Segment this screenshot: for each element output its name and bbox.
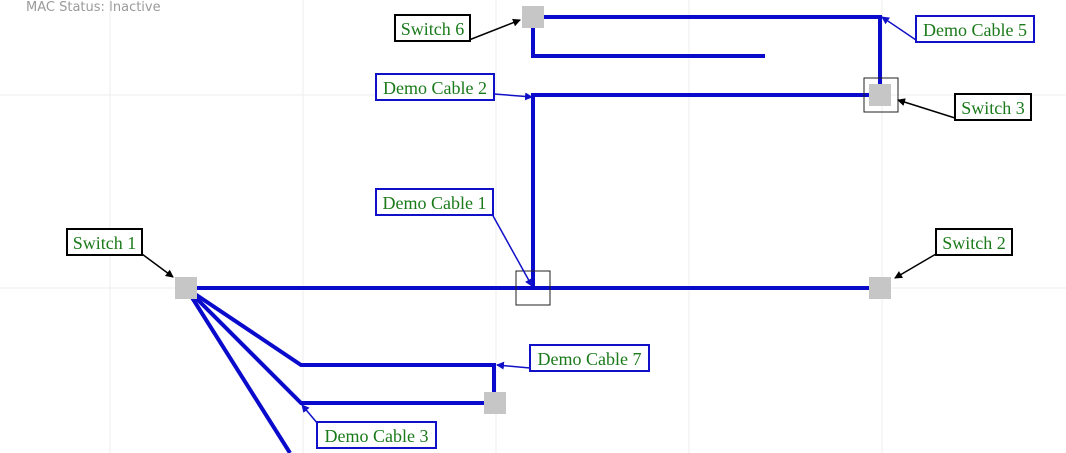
switch-node-switch-3[interactable]: [869, 84, 891, 106]
leader-demo-cable-2: [493, 92, 533, 101]
cable-line-demo-cable-7[interactable]: [184, 286, 496, 403]
label-leaders: [141, 16, 956, 425]
label-demo-cable-2[interactable]: Demo Cable 2: [375, 73, 495, 101]
label-demo-cable-7[interactable]: Demo Cable 7: [529, 344, 650, 372]
label-switch-3-text: Switch 3: [961, 98, 1025, 118]
labels: Switch 1 Switch 2 Switch 3 Switch 6 Demo…: [66, 14, 1035, 449]
label-demo-cable-3-text: Demo Cable 3: [325, 426, 429, 446]
mac-status-text: MAC Status: Inactive: [26, 0, 161, 15]
label-switch-1[interactable]: Switch 1: [66, 228, 143, 256]
label-demo-cable-1[interactable]: Demo Cable 1: [375, 188, 494, 216]
cable-line-demo-cable-3[interactable]: [184, 286, 494, 405]
cable-line-demo-cable-2[interactable]: [531, 93, 880, 288]
switch-nodes: [175, 6, 891, 414]
label-demo-cable-3[interactable]: Demo Cable 3: [316, 421, 437, 449]
label-switch-1-text: Switch 1: [73, 233, 137, 253]
label-switch-2-text: Switch 2: [942, 233, 1006, 253]
switch-node-switch-6[interactable]: [522, 6, 544, 28]
label-demo-cable-2-text: Demo Cable 2: [383, 78, 487, 98]
label-demo-cable-1-text: Demo Cable 1: [383, 193, 487, 213]
switch-node-switch-1[interactable]: [175, 277, 197, 299]
label-demo-cable-7-text: Demo Cable 7: [538, 349, 642, 369]
cable-line-lower-branch[interactable]: [184, 286, 292, 453]
switch-node-switch-2[interactable]: [869, 277, 891, 299]
leader-demo-cable-7: [496, 361, 531, 370]
leader-demo-cable-1: [491, 213, 533, 287]
leader-demo-cable-5: [881, 16, 917, 41]
leader-switch-1: [141, 253, 174, 278]
junction-box[interactable]: [515, 270, 551, 306]
selection-boxes: [515, 77, 899, 306]
label-switch-6[interactable]: Switch 6: [394, 14, 471, 42]
leader-switch-2: [894, 253, 937, 279]
cable-line-demo-cable-5[interactable]: [533, 15, 882, 95]
label-switch-2[interactable]: Switch 2: [935, 228, 1013, 256]
leader-switch-3: [897, 98, 956, 119]
label-switch-3[interactable]: Switch 3: [954, 93, 1032, 121]
switch-3-selection-box[interactable]: [863, 77, 899, 113]
label-switch-6-text: Switch 6: [401, 19, 465, 39]
switch-node-unlabeled[interactable]: [484, 392, 506, 414]
cable-layer: [184, 15, 882, 453]
label-demo-cable-5-text: Demo Cable 5: [923, 20, 1027, 40]
label-demo-cable-5[interactable]: Demo Cable 5: [915, 15, 1035, 43]
leader-demo-cable-3: [301, 404, 319, 425]
leader-switch-6: [468, 18, 521, 41]
cable-line-switch-6-stub[interactable]: [531, 17, 765, 58]
